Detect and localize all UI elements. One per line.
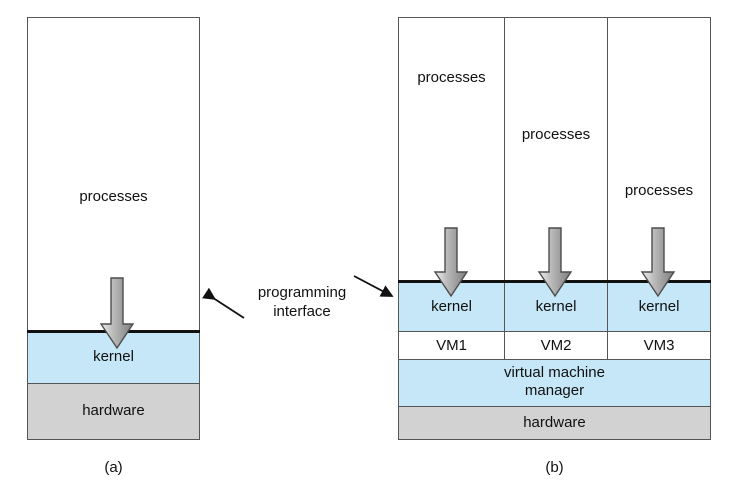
panel-b-kernel-label-vm3: kernel — [638, 298, 680, 315]
panel-b-vmm-label-line2: manager — [524, 382, 585, 399]
panel-b-down-arrow-icon-vm3 — [640, 226, 679, 300]
panel-b-vm-label-vm3: VM3 — [643, 337, 675, 354]
panel-b-processes-label-vm2: processes — [521, 126, 591, 143]
panel-b-hardware-label: hardware — [523, 414, 586, 431]
panel-a-kernel-label: kernel — [93, 348, 134, 365]
panel-b-vm-box-vm2 — [504, 331, 608, 360]
panel-a-hardware-box — [27, 383, 200, 440]
panel-b-processes-label-vm1: processes — [417, 69, 486, 86]
panel-a-hardware-label: hardware — [82, 402, 145, 419]
annotation-arrow-left-icon — [198, 287, 246, 322]
panel-b-vm-box-vm3 — [607, 331, 711, 360]
panel-b-hardware-box — [398, 406, 711, 440]
panel-a-processes-label: processes — [79, 188, 148, 205]
programming-interface-text-line1: programming — [257, 284, 347, 301]
panel-b-vm-label-vm2: VM2 — [540, 337, 572, 354]
panel-a-down-arrow-icon — [99, 276, 138, 352]
panel-b-vm-label-vm1: VM1 — [436, 337, 467, 354]
panel-b-processes-label-vm3: processes — [624, 182, 694, 199]
annotation-arrow-right-icon — [352, 270, 400, 304]
panel-b-down-arrow-icon-vm2 — [537, 226, 576, 300]
panel-b-down-arrow-icon-vm1 — [433, 226, 472, 300]
panel-b-vmm-label-line1: virtual machine — [504, 364, 605, 381]
panel-b-kernel-label-vm2: kernel — [535, 298, 577, 315]
panel-a-caption: (a) — [104, 459, 123, 476]
panel-b-kernel-label-vm1: kernel — [431, 298, 472, 315]
programming-interface-text-line2: interface — [273, 303, 331, 320]
panel-b-caption: (b) — [545, 459, 564, 476]
